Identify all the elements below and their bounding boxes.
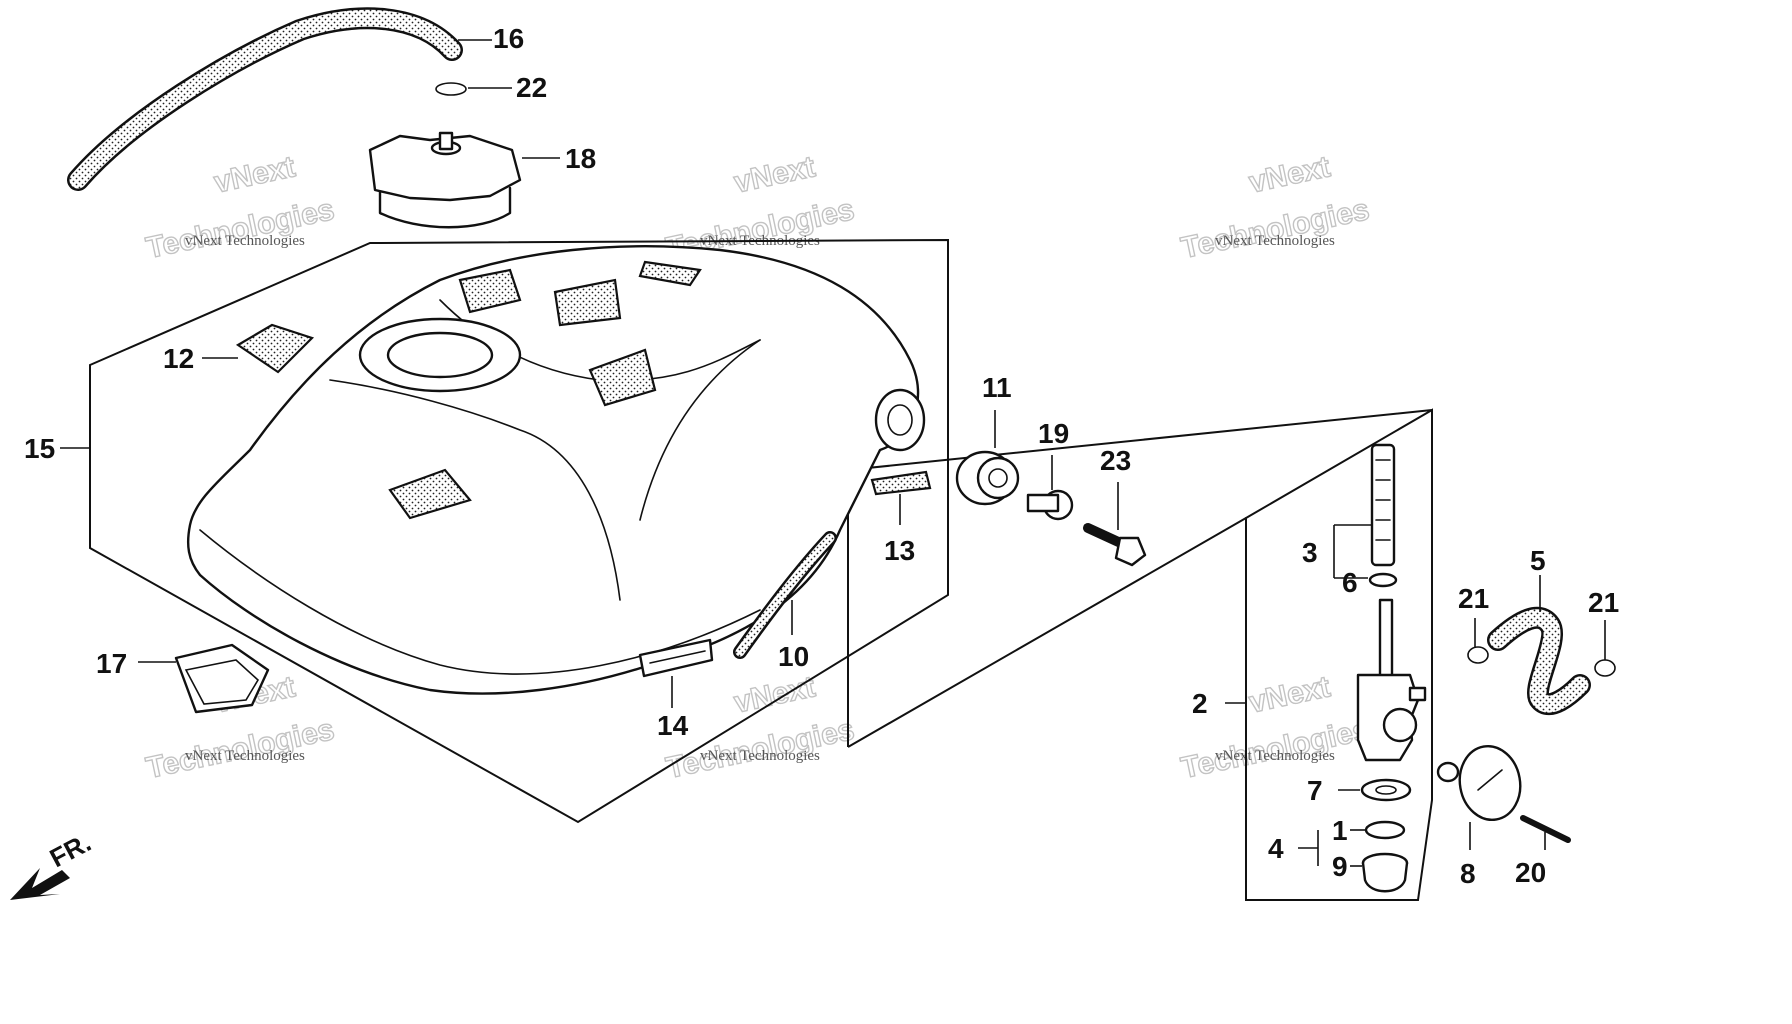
callout-11: 11 — [982, 372, 1012, 403]
svg-text:vNext: vNext — [1246, 670, 1333, 719]
svg-text:Technologies: Technologies — [1178, 193, 1372, 265]
o-ring-6 — [1368, 572, 1398, 588]
grommet-11 — [955, 450, 1020, 506]
tank-pad-4 — [588, 348, 657, 407]
callout-10: 10 — [778, 641, 809, 672]
bolt-23 — [1083, 523, 1147, 567]
pad-12 — [235, 323, 315, 374]
callout-16: 16 — [493, 23, 524, 54]
cushion-13 — [870, 470, 932, 496]
callout-14: 14 — [657, 710, 689, 741]
callout-20: 20 — [1515, 857, 1546, 888]
clip-22 — [435, 82, 467, 96]
callout-15: 15 — [24, 433, 55, 464]
gasket-7 — [1360, 778, 1412, 802]
callout-5: 5 — [1530, 545, 1546, 576]
callout-6: 6 — [1342, 567, 1358, 598]
svg-text:Technologies: Technologies — [143, 193, 337, 265]
callout-21-right: 21 — [1588, 587, 1619, 618]
callout-7: 7 — [1307, 775, 1323, 806]
watermark-1-caption: vNext Technologies — [185, 233, 305, 249]
callout-17: 17 — [96, 648, 127, 679]
watermark-5-caption: vNext Technologies — [700, 748, 820, 764]
tank-pad-2 — [553, 278, 622, 327]
strainer-3 — [1370, 443, 1396, 567]
front-direction-arrow: FR. — [10, 827, 96, 900]
callout-1: 1 — [1332, 815, 1348, 846]
svg-text:vNext: vNext — [731, 150, 818, 199]
watermark-6: vNext Technologies — [1178, 670, 1373, 786]
callout-23: 23 — [1100, 445, 1131, 476]
watermark-3-caption: vNext Technologies — [1215, 233, 1335, 249]
watermark-6-caption: vNext Technologies — [1215, 748, 1335, 764]
svg-text:vNext: vNext — [731, 670, 818, 719]
callout-3: 3 — [1302, 537, 1318, 568]
fuel-cock-assembly-frame — [1245, 408, 1433, 901]
callout-19: 19 — [1038, 418, 1069, 449]
tank-assembly-frame — [89, 238, 949, 824]
callout-18: 18 — [565, 143, 596, 174]
callout-21-left: 21 — [1458, 583, 1489, 614]
callout-2: 2 — [1192, 688, 1208, 719]
callout-9: 9 — [1332, 851, 1348, 882]
tank-pad-3 — [638, 260, 702, 287]
svg-text:vNext: vNext — [211, 150, 298, 199]
fuel-tank-body — [186, 245, 926, 695]
clip-21-left — [1467, 646, 1489, 664]
callout-8: 8 — [1460, 858, 1476, 889]
watermark-4-caption: vNext Technologies — [185, 748, 305, 764]
screw-20 — [1520, 815, 1571, 843]
breather-hose-16 — [67, 7, 463, 191]
fuel-hose-5 — [1487, 606, 1591, 715]
callout-13: 13 — [884, 535, 915, 566]
o-ring-1 — [1364, 820, 1406, 840]
callout-4: 4 — [1268, 833, 1284, 864]
callout-12: 12 — [163, 343, 194, 374]
fuel-filler-cap-18 — [368, 131, 522, 229]
fuel-cock-lever-8 — [1436, 744, 1522, 822]
front-direction-label: FR. — [45, 827, 96, 873]
cushion-17 — [174, 643, 270, 714]
clip-21-right — [1594, 659, 1616, 677]
tank-pad-1 — [458, 268, 522, 314]
svg-text:vNext: vNext — [1246, 150, 1333, 199]
fuel-cock-body-2 — [1356, 598, 1427, 762]
callout-22: 22 — [516, 72, 547, 103]
collar-19 — [1026, 489, 1074, 521]
tank-pad-5 — [388, 468, 472, 520]
strainer-cup-9 — [1361, 852, 1409, 893]
